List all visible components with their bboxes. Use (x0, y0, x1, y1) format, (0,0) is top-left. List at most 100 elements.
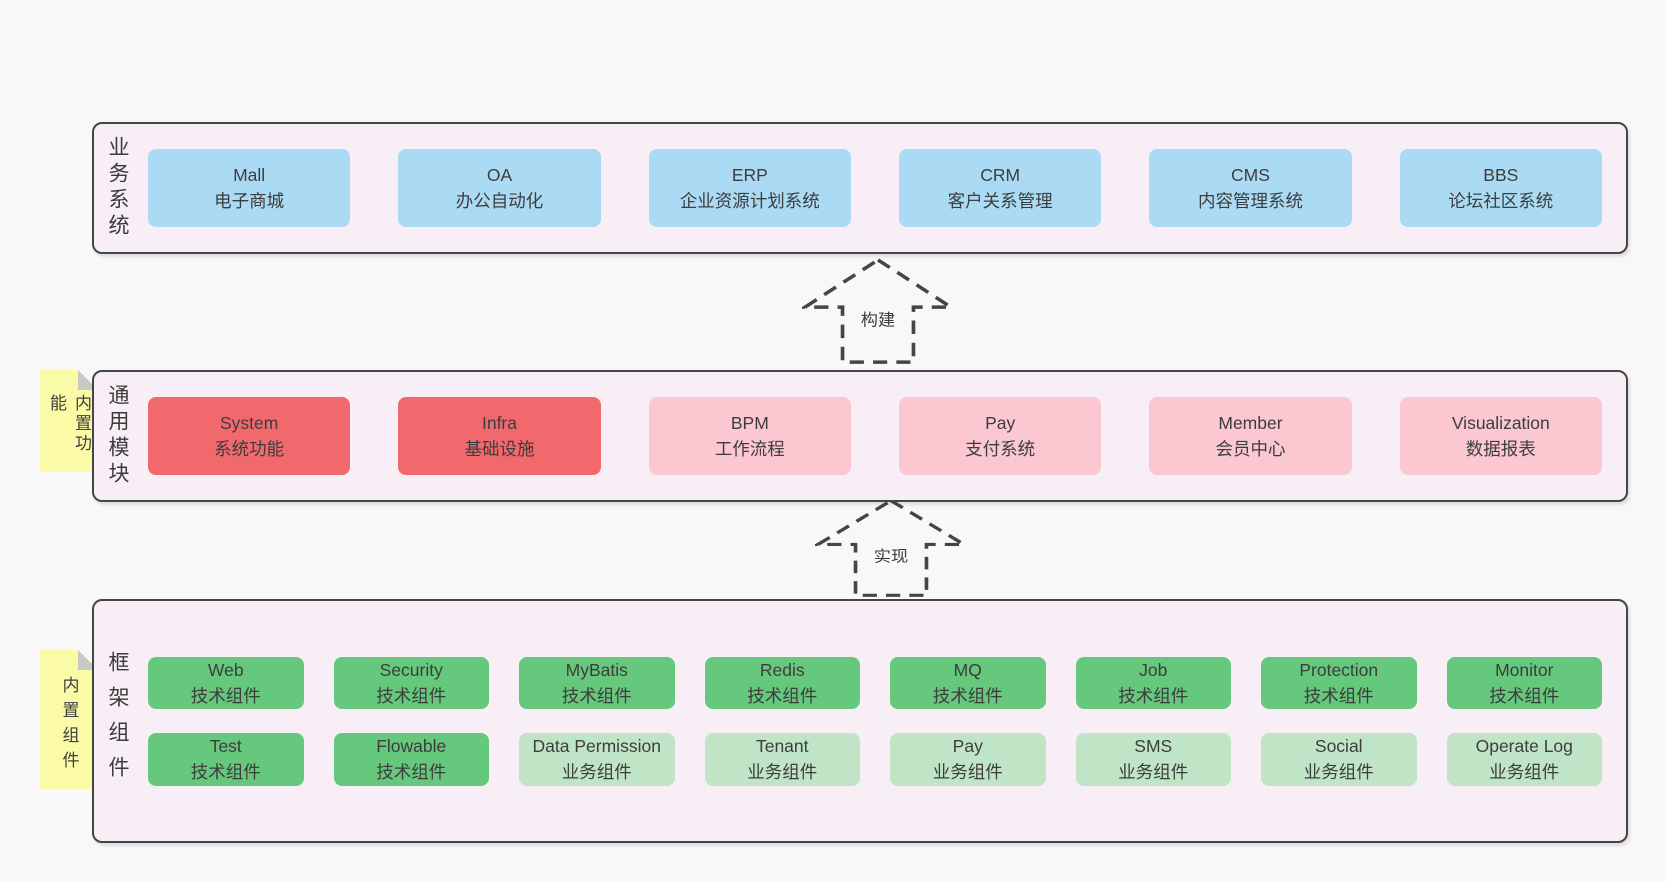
module-box-name: Flowable (376, 736, 447, 756)
module-box-member: Member 会员中心 (1149, 397, 1352, 475)
module-box-system: System 系统功能 (148, 397, 351, 475)
arrow-label-backdrop (866, 542, 916, 569)
module-box-name: Operate Log (1475, 736, 1573, 756)
module-box-description: 业务组件 (1303, 762, 1374, 783)
dashed-up-arrow-icon: 构建 (802, 257, 954, 364)
module-box-oa: OA 办公自动化 (398, 149, 601, 227)
module-box-sms: SMS 业务组件 (1075, 733, 1231, 786)
module-box-name: Data Permission (532, 736, 661, 756)
module-box-description: 论坛社区系统 (1448, 191, 1554, 211)
module-box-name: BBS (1483, 164, 1519, 185)
module-box-description: 数据报表 (1465, 439, 1536, 459)
module-box-description: 业务组件 (561, 762, 632, 783)
module-box-description: 内容管理系统 (1197, 191, 1303, 211)
module-box-security: Security 技术组件 (333, 656, 489, 709)
module-box-name: Redis (759, 659, 805, 680)
module-box-description: 业务组件 (1489, 762, 1560, 783)
module-box-flowable: Flowable 技术组件 (333, 733, 489, 786)
module-box-description: 技术组件 (747, 685, 818, 706)
arrow-outline (802, 257, 954, 364)
module-box-description: 工作流程 (714, 439, 785, 459)
module-box-name: MyBatis (565, 659, 628, 680)
arrow-label-backdrop (853, 305, 903, 334)
module-box-description: 电子商城 (214, 191, 285, 211)
module-box-name: Pay (952, 736, 983, 756)
arrow-outline (815, 498, 967, 597)
module-box-redis: Redis 技术组件 (704, 656, 860, 709)
sticky-note-label: 内置功能 (47, 394, 91, 454)
module-box-social: Social 业务组件 (1261, 733, 1417, 786)
module-box-description: 技术组件 (190, 685, 261, 706)
module-box-description: 业务组件 (932, 762, 1003, 783)
module-box-operate-log: Operate Log 业务组件 (1446, 733, 1602, 786)
build-arrow: 构建 (802, 257, 954, 365)
module-box-description: 会员中心 (1215, 439, 1286, 459)
module-box-description: 技术组件 (1303, 685, 1374, 706)
module-box-description: 系统功能 (214, 439, 285, 459)
module-box-description: 业务组件 (1118, 762, 1189, 783)
module-box-name: Member (1218, 412, 1283, 433)
module-box-test: Test 技术组件 (148, 733, 304, 786)
module-box-description: 技术组件 (561, 685, 632, 706)
arrow-label: 实现 (874, 548, 908, 565)
module-box-web: Web 技术组件 (148, 656, 304, 709)
module-box-job: Job 技术组件 (1075, 656, 1231, 709)
module-box-cms: CMS 内容管理系统 (1149, 149, 1352, 227)
module-box-description: 技术组件 (376, 762, 447, 783)
module-box-protection: Protection 技术组件 (1261, 656, 1417, 709)
module-box-description: 业务组件 (747, 762, 818, 783)
module-box-name: CMS (1231, 164, 1270, 185)
module-box-name: Job (1139, 659, 1168, 680)
module-box-description: 客户关系管理 (947, 191, 1053, 211)
common-modules-box-row: System 系统功能 Infra 基础设施 BPM 工作流程 Pay 支付系统 Member 会… (140, 397, 1626, 475)
module-box-name: Test (209, 736, 242, 756)
module-box-pay: Pay 业务组件 (890, 733, 1046, 786)
arrow-label: 构建 (861, 311, 896, 330)
module-box-name: Social (1314, 736, 1363, 756)
module-box-name: CRM (980, 164, 1021, 185)
module-box-name: Security (379, 659, 443, 680)
module-box-description: 技术组件 (1118, 685, 1189, 706)
band-label-framework-components: 框架组件 (106, 651, 129, 791)
module-box-name: OA (486, 164, 513, 185)
module-box-name: System (219, 412, 279, 433)
module-box-infra: Infra 基础设施 (398, 397, 601, 475)
module-box-name: Protection (1299, 659, 1379, 680)
dashed-up-arrow-icon: 实现 (815, 498, 967, 597)
module-box-description: 技术组件 (190, 762, 261, 783)
module-box-description: 办公自动化 (455, 191, 544, 211)
module-box-name: BPM (730, 412, 769, 433)
sticky-note-builtin-components: 内置组件 (40, 650, 98, 789)
band-label-common-modules: 通用模块 (106, 384, 129, 488)
module-box-bbs: BBS 论坛社区系统 (1399, 149, 1602, 227)
module-box-name: SMS (1134, 736, 1173, 756)
module-box-description: 技术组件 (376, 685, 447, 706)
module-box-name: Pay (985, 412, 1016, 433)
module-box-name: Web (207, 659, 244, 680)
module-box-description: 基础设施 (464, 439, 535, 459)
module-box-description: 企业资源计划系统 (679, 191, 820, 211)
module-box-name: Infra (481, 412, 517, 433)
module-box-pay: Pay 支付系统 (898, 397, 1102, 475)
module-box-description: 支付系统 (965, 439, 1036, 459)
module-box-mybatis: MyBatis 技术组件 (519, 656, 675, 709)
module-box-crm: CRM 客户关系管理 (898, 149, 1102, 227)
module-box-name: MQ (953, 659, 982, 680)
implement-arrow: 实现 (815, 498, 967, 598)
module-box-data-permission: Data Permission 业务组件 (519, 733, 675, 786)
module-box-name: Monitor (1495, 659, 1554, 680)
module-box-bpm: BPM 工作流程 (648, 397, 851, 475)
band-common-modules: 通用模块 System 系统功能 Infra 基础设施 BPM 工作流程 Pay 支付系统 Me… (92, 370, 1628, 502)
